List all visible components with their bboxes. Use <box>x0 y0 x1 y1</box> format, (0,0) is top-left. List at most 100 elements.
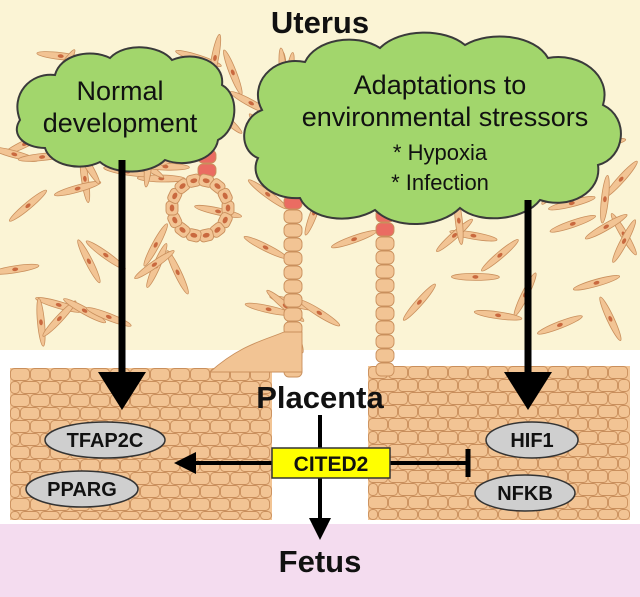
trophoblast-cell <box>200 511 220 520</box>
trophoblast-cell <box>10 381 20 394</box>
stromal-cell-nucleus <box>86 258 92 265</box>
trophoblast-cell <box>388 392 408 405</box>
stromal-cell-nucleus <box>603 224 609 229</box>
trophoblast-cell <box>100 407 120 420</box>
nfkb-label: NFKB <box>497 483 553 505</box>
trophoblast-cell <box>418 405 438 418</box>
trophoblast-cell <box>538 509 558 520</box>
trophoblast-cell <box>160 381 180 394</box>
gland-cell-nucleus <box>222 192 228 200</box>
uterus-title: Uterus <box>271 5 369 40</box>
stromal-cell <box>612 219 637 263</box>
trophoblast-cell <box>260 485 272 498</box>
stromal-cell <box>473 310 523 321</box>
stromal-cell <box>549 214 596 233</box>
trophoblast-cell <box>418 379 438 392</box>
stromal-cell-nucleus <box>351 237 357 242</box>
stromal-cell <box>481 239 519 272</box>
trophoblast-cell <box>468 418 488 431</box>
stromal-cell-nucleus <box>56 316 62 322</box>
trophoblast-cell <box>30 420 50 433</box>
trophoblast-cell <box>438 405 458 418</box>
trophoblast-cell <box>20 511 40 520</box>
trophoblast-cell <box>200 433 220 446</box>
stromal-cell <box>42 300 77 337</box>
trophoblast-cell <box>558 379 578 392</box>
trophoblast-cell <box>368 483 378 496</box>
trophoblast-cell <box>428 366 448 379</box>
trophoblast-cell <box>618 431 630 444</box>
hif1-label: HIF1 <box>510 430 553 452</box>
trophoblast-cell <box>230 472 250 485</box>
trophoblast-cell <box>283 279 303 294</box>
trophoblast-cell <box>368 509 378 520</box>
stromal-cell-nucleus <box>151 262 158 267</box>
trophoblast-cell <box>180 485 200 498</box>
trophoblast-cell <box>375 236 395 251</box>
cloud-left-line-2: development <box>43 108 198 138</box>
cloud-right-line-1: Adaptations to <box>354 70 527 100</box>
trophoblast-cell <box>40 511 60 520</box>
stromal-cell-nucleus <box>153 242 158 248</box>
stromal-cell-nucleus <box>618 176 624 182</box>
trophoblast-cell <box>260 433 272 446</box>
trophoblast-cell <box>538 405 558 418</box>
stromal-cell <box>54 180 102 197</box>
trophoblast-cell <box>408 418 428 431</box>
trophoblast-cell <box>618 483 630 496</box>
trophoblast-cell <box>230 498 250 511</box>
trophoblast-cell <box>170 368 190 381</box>
trophoblast-cell <box>60 459 80 472</box>
trophoblast-cell <box>10 485 20 498</box>
trophoblast-cell <box>140 511 160 520</box>
trophoblast-cell <box>70 394 90 407</box>
gland-cell <box>221 200 235 216</box>
trophoblast-cell <box>468 470 488 483</box>
stromal-cell-nucleus <box>213 55 217 61</box>
stromal-cell <box>331 230 378 249</box>
trophoblast-cell <box>448 496 468 509</box>
stromal-cell-nucleus <box>162 164 169 169</box>
trophoblast-cell <box>375 278 395 293</box>
trophoblast-cell <box>408 392 428 405</box>
trophoblast-cell <box>608 470 628 483</box>
stromal-cell <box>436 218 473 253</box>
stromal-cell-nucleus <box>456 217 461 224</box>
cloud-right-bullet-infection: * Infection <box>391 170 489 195</box>
trophoblast-cell <box>170 446 190 459</box>
stromal-cell-nucleus <box>497 252 503 258</box>
trophoblast-cell <box>230 446 250 459</box>
stromal-cell-nucleus <box>608 315 613 322</box>
trophoblast-cell <box>418 431 438 444</box>
trophoblast-cell <box>368 496 388 509</box>
cited2-label: CITED2 <box>294 453 369 476</box>
trophoblast-cell <box>100 459 120 472</box>
trophoblast-cell <box>220 407 240 420</box>
trophoblast-cell <box>398 483 418 496</box>
stromal-cell <box>584 213 628 240</box>
trophoblast-cell <box>558 509 578 520</box>
trophoblast-cell <box>283 293 303 308</box>
trophoblast-cell <box>418 483 438 496</box>
trophoblast-cell <box>375 362 395 377</box>
trophoblast-cell <box>498 457 518 470</box>
trophoblast-cell <box>60 511 80 520</box>
trophoblast-cell <box>170 472 190 485</box>
stromal-cell-nucleus <box>316 310 323 316</box>
trophoblast-cell <box>578 509 598 520</box>
stromal-cell-nucleus <box>470 233 477 238</box>
gland-cell <box>174 178 191 194</box>
trophoblast-cell <box>428 418 448 431</box>
trophoblast-cell <box>140 381 160 394</box>
arrow-cited2-to-fetus-head <box>309 518 331 540</box>
gland-cell-nucleus <box>172 192 178 200</box>
trophoblast-cell <box>558 457 578 470</box>
trophoblast-cell <box>588 366 608 379</box>
nfkb-oval <box>474 474 576 512</box>
trophoblast-cell <box>398 405 418 418</box>
trophoblast-cell <box>408 470 428 483</box>
trophoblast-cell <box>458 379 478 392</box>
trophoblast-cell <box>220 511 240 520</box>
